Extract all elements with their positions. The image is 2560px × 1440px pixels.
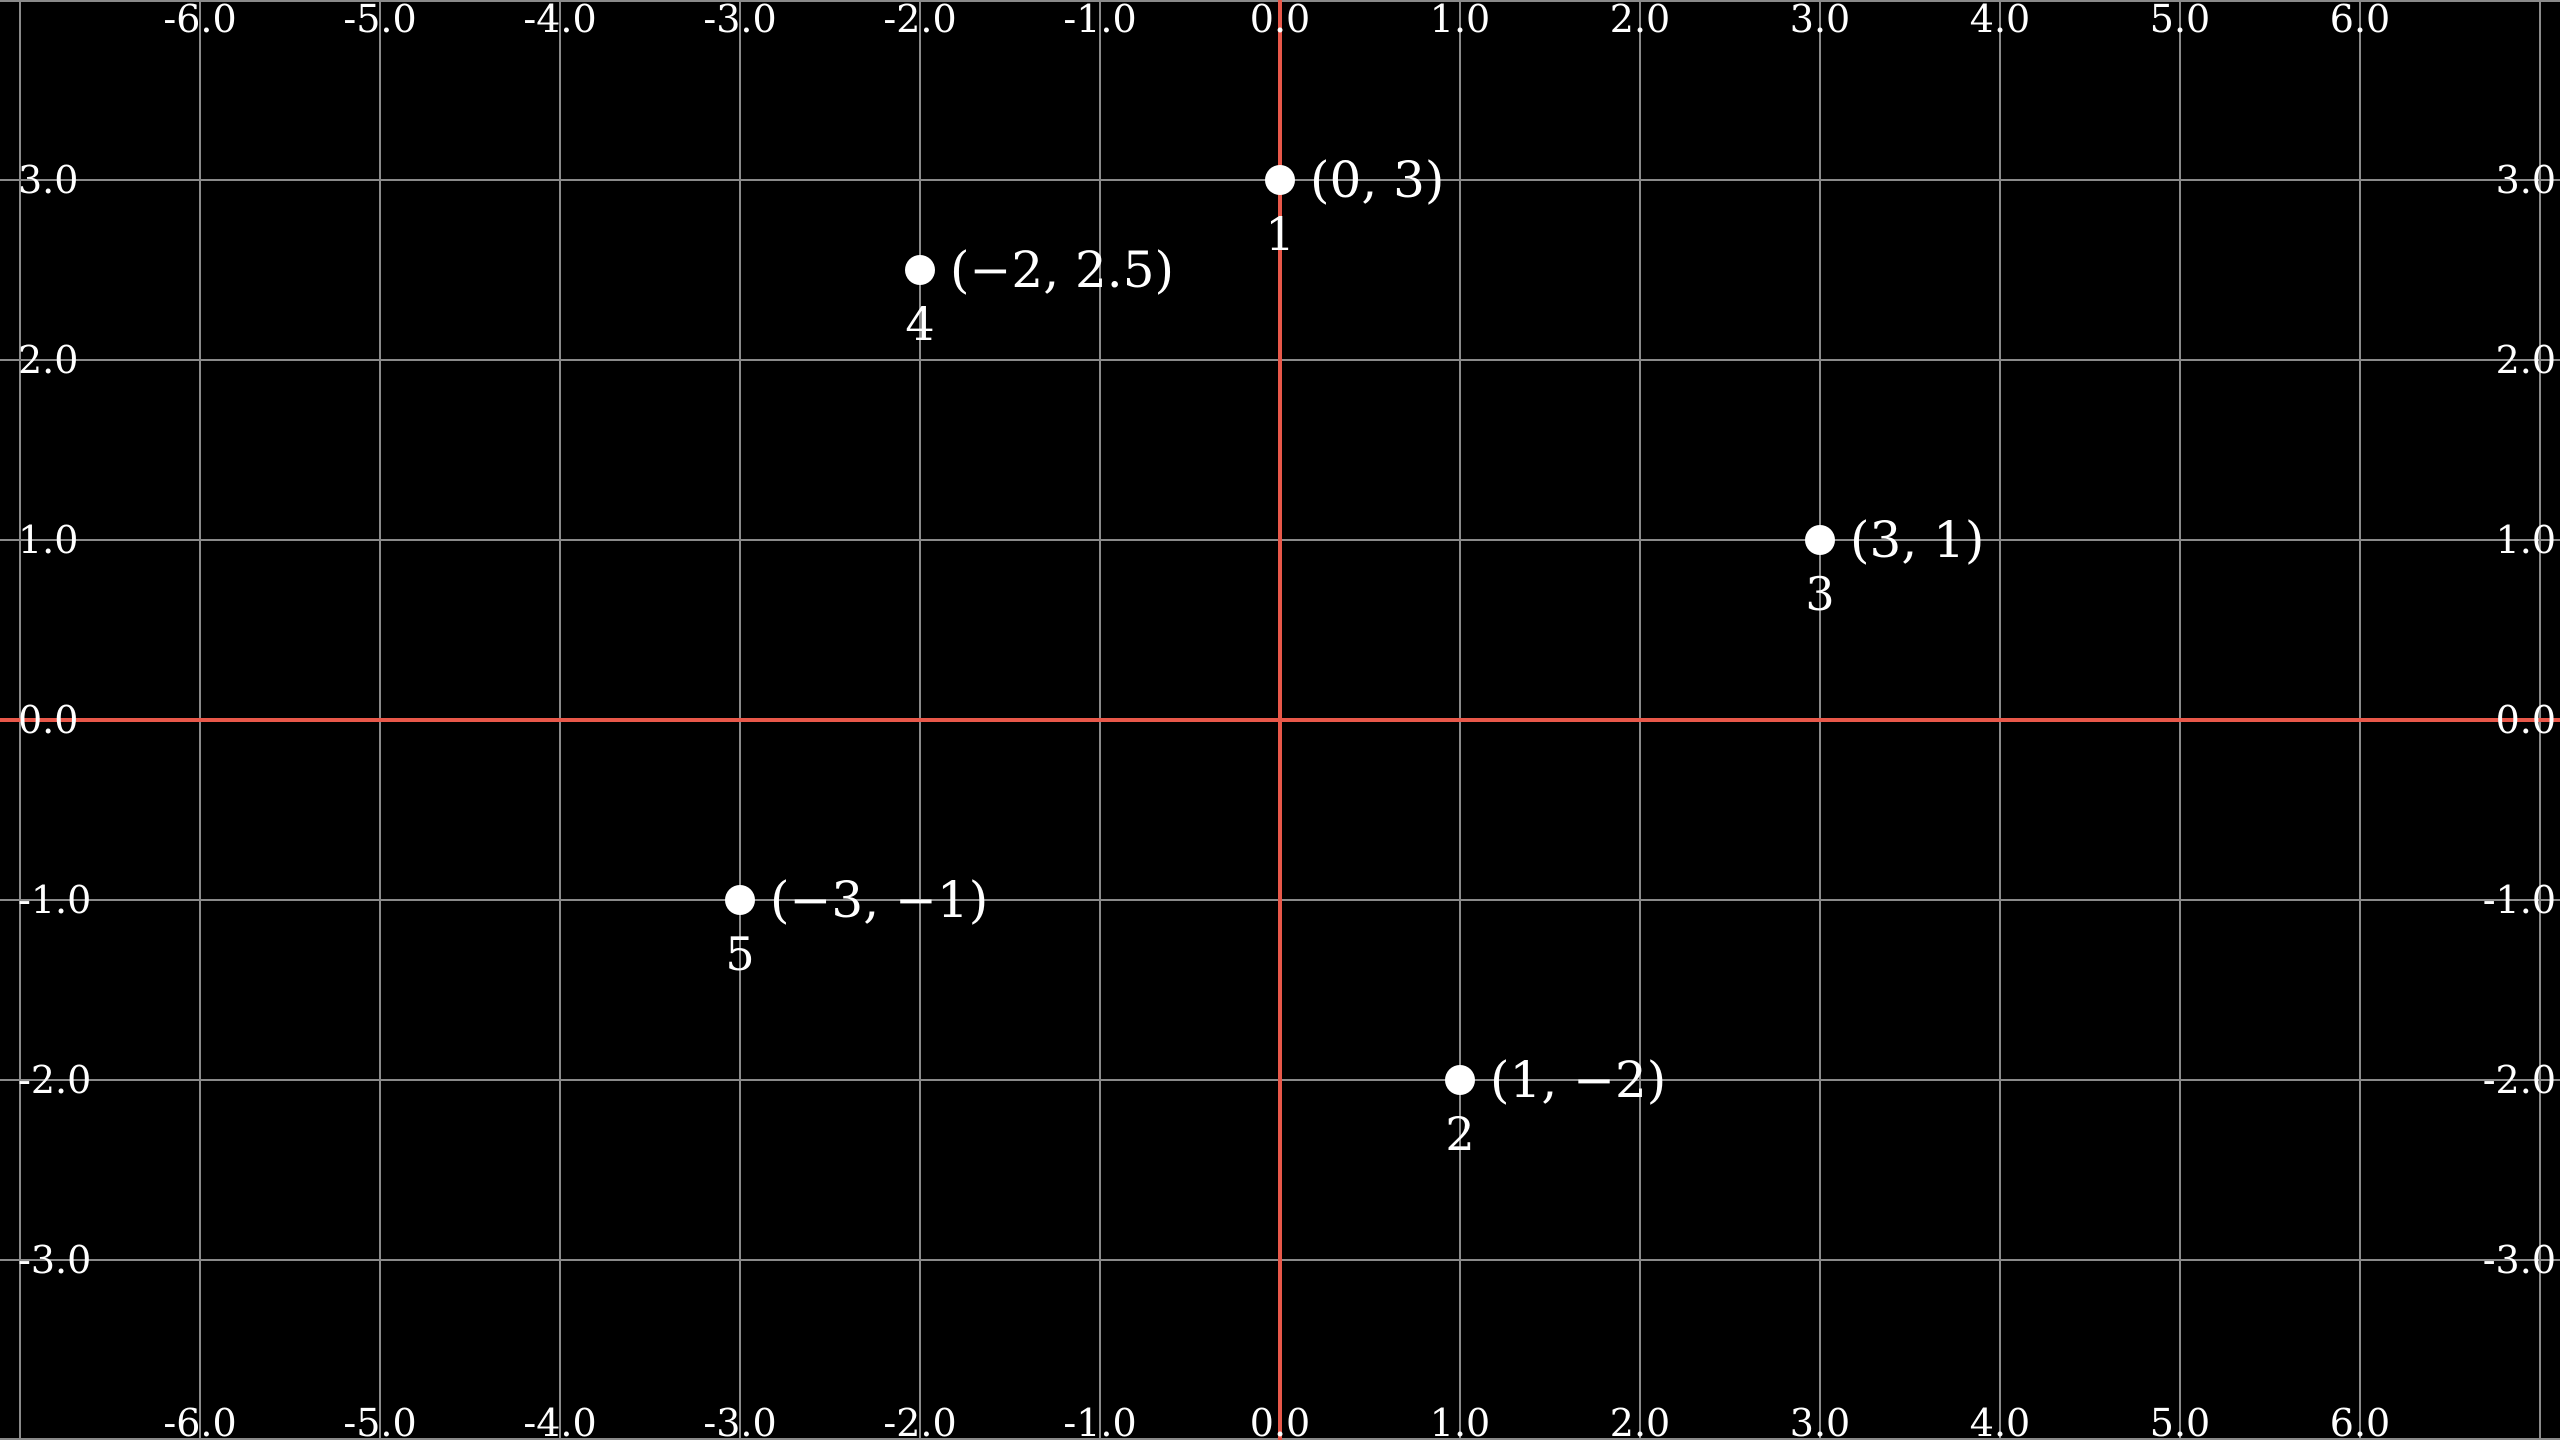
y-tick-label-right: -1.0 — [2483, 878, 2556, 922]
data-point — [1265, 165, 1295, 195]
x-tick-label-top: 6.0 — [2330, 0, 2390, 41]
point-index-label: 3 — [1805, 567, 1834, 621]
point-coordinate-label: (−3, −1) — [770, 871, 988, 929]
x-tick-label-bottom: -5.0 — [343, 1401, 416, 1440]
y-tick-label-left: -2.0 — [18, 1058, 91, 1102]
x-tick-label-top: 0.0 — [1250, 0, 1310, 41]
x-tick-label-bottom: 5.0 — [2150, 1401, 2210, 1440]
point-index-label: 2 — [1445, 1107, 1474, 1161]
y-tick-label-left: 3.0 — [18, 158, 78, 202]
point-coordinate-label: (3, 1) — [1850, 511, 1984, 569]
x-tick-label-bottom: -3.0 — [703, 1401, 776, 1440]
x-tick-label-bottom: 3.0 — [1790, 1401, 1850, 1440]
x-tick-label-bottom: 4.0 — [1970, 1401, 2030, 1440]
y-tick-label-right: 2.0 — [2496, 338, 2556, 382]
data-point — [905, 255, 935, 285]
y-tick-label-left: -1.0 — [18, 878, 91, 922]
y-tick-label-right: -2.0 — [2483, 1058, 2556, 1102]
y-tick-label-right: 3.0 — [2496, 158, 2556, 202]
x-tick-label-top: 2.0 — [1610, 0, 1670, 41]
x-tick-label-top: -4.0 — [523, 0, 596, 41]
x-tick-label-bottom: 0.0 — [1250, 1401, 1310, 1440]
x-tick-label-bottom: -2.0 — [883, 1401, 956, 1440]
point-index-label: 1 — [1265, 207, 1294, 261]
x-tick-label-top: 5.0 — [2150, 0, 2210, 41]
y-tick-label-right: 0.0 — [2496, 698, 2556, 742]
x-tick-label-top: 3.0 — [1790, 0, 1850, 41]
x-tick-label-top: -6.0 — [163, 0, 236, 41]
y-tick-label-left: 1.0 — [18, 518, 78, 562]
x-tick-label-bottom: -6.0 — [163, 1401, 236, 1440]
x-tick-label-bottom: 1.0 — [1430, 1401, 1490, 1440]
tick-labels: -6.0 -6.0 -5.0 -5.0 -4.0 -4.0 -3.0 -3.0 -2.0 -2.0… — [18, 0, 2556, 1440]
x-tick-label-top: 4.0 — [1970, 0, 2030, 41]
x-tick-label-top: -2.0 — [883, 0, 956, 41]
point-coordinate-label: (1, −2) — [1490, 1051, 1666, 1109]
data-point — [1445, 1065, 1475, 1095]
data-point — [1805, 525, 1835, 555]
x-tick-label-bottom: -4.0 — [523, 1401, 596, 1440]
point-index-label: 5 — [725, 927, 754, 981]
point-index-label: 4 — [905, 297, 934, 351]
y-tick-label-right: 1.0 — [2496, 518, 2556, 562]
x-tick-label-top: -5.0 — [343, 0, 416, 41]
point-coordinate-label: (−2, 2.5) — [950, 241, 1174, 299]
y-tick-label-right: -3.0 — [2483, 1238, 2556, 1282]
y-tick-label-left: -3.0 — [18, 1238, 91, 1282]
x-tick-label-top: 1.0 — [1430, 0, 1490, 41]
point-coordinate-label: (0, 3) — [1310, 151, 1444, 209]
x-tick-label-top: -3.0 — [703, 0, 776, 41]
x-tick-label-top: -1.0 — [1063, 0, 1136, 41]
x-tick-label-bottom: -1.0 — [1063, 1401, 1136, 1440]
data-point — [725, 885, 755, 915]
data-points: (0, 3) 1 (1, −2) 2 (3, 1) 3 (−2, 2.5) 4 (−3, −1)… — [725, 151, 1984, 1161]
y-tick-label-left: 2.0 — [18, 338, 78, 382]
x-tick-label-bottom: 2.0 — [1610, 1401, 1670, 1440]
y-tick-label-left: 0.0 — [18, 698, 78, 742]
x-tick-label-bottom: 6.0 — [2330, 1401, 2390, 1440]
